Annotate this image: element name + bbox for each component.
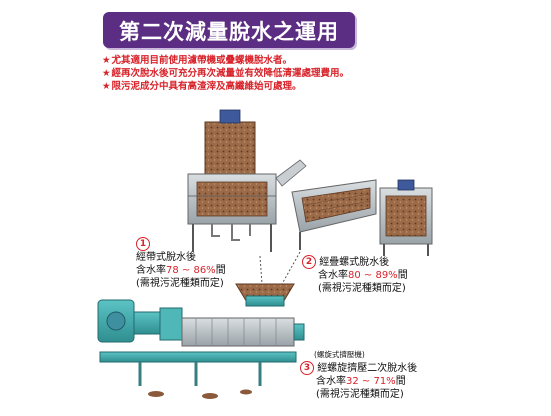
- title-banner: 第二次減量脫水之運用: [103, 12, 355, 48]
- belt-press-note: (需視污泥種類而定): [136, 278, 224, 289]
- star-icon: ★: [102, 55, 111, 66]
- stacked-screw-press-name: 經疊螺式脫水後: [319, 257, 390, 268]
- stacked-screw-press-note: (需視污泥種類而定): [318, 283, 406, 294]
- stacked-screw-press-machine: [291, 179, 433, 256]
- step-number-badge: 3: [300, 361, 314, 375]
- screw-press-machine: [97, 283, 305, 399]
- page-title: 第二次減量脫水之運用: [119, 20, 339, 44]
- screw-press-label: (螺旋式擠壓機) 3 經螺旋擠壓二次脫水後 含水率32 ~ 71%間 (需視污泥…: [300, 348, 417, 401]
- screw-press-moisture: 含水率32 ~ 71%間: [316, 376, 406, 387]
- stacked-screw-press-moisture: 含水率80 ~ 89%間: [318, 270, 408, 281]
- feature-item: ★限污泥成分中具有高渣滓及高纖維始可處理。: [102, 81, 302, 92]
- sludge-flow-arrows: [259, 251, 301, 285]
- belt-press-moisture: 含水率78 ~ 86%間: [136, 265, 226, 276]
- star-icon: ★: [102, 81, 111, 92]
- belt-press-machine: [187, 109, 307, 252]
- screw-press-note: (需視污泥種類而定): [316, 389, 404, 400]
- step-number-badge: 1: [136, 237, 150, 251]
- feature-list: ★尤其適用目前使用濾帶機或疊螺機脫水者。 ★經再次脫水後可充分再次減量並有效降低…: [102, 54, 349, 93]
- star-icon: ★: [102, 68, 111, 79]
- feature-item: ★經再次脫水後可充分再次減量並有效降低清運處理費用。: [102, 68, 350, 79]
- feature-item: ★尤其適用目前使用濾帶機或疊螺機脫水者。: [102, 55, 293, 66]
- belt-press-label: 1 經帶式脫水後 含水率78 ~ 86%間 (需視污泥種類而定): [136, 237, 226, 290]
- step-number-badge: 2: [302, 255, 316, 269]
- stacked-screw-press-label: 2 經疊螺式脫水後 含水率80 ~ 89%間 (需視污泥種類而定): [302, 255, 408, 295]
- screw-press-name: 經螺旋擠壓二次脫水後: [317, 363, 418, 374]
- belt-press-name: 經帶式脫水後: [136, 252, 196, 263]
- screw-press-subtitle: (螺旋式擠壓機): [314, 350, 365, 359]
